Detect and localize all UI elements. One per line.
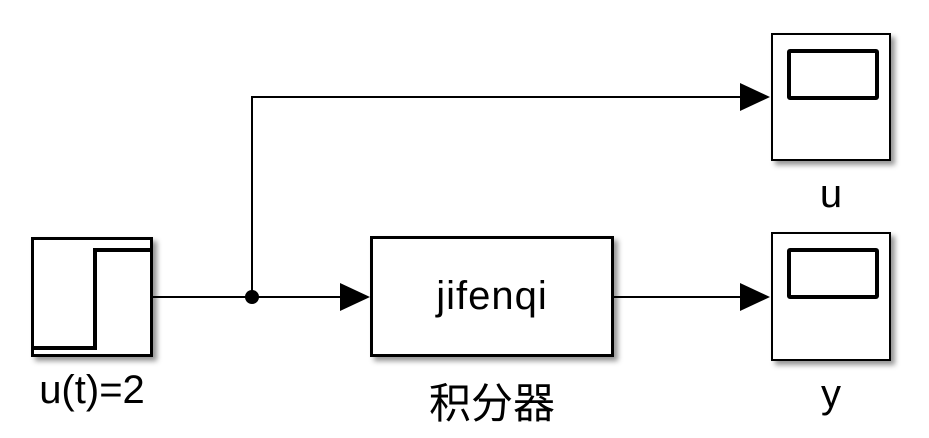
- wire-branch-to-scope-u[interactable]: [251, 83, 770, 297]
- step-signal-icon: [34, 248, 150, 350]
- arrowhead-icon: [740, 83, 770, 111]
- scope-screen-icon: [787, 49, 879, 100]
- arrowhead-icon: [340, 283, 370, 311]
- wire-integrator-to-scope-y[interactable]: [613, 283, 770, 311]
- scope-y-label: y: [821, 372, 841, 416]
- wire-branch-to-integrator[interactable]: [252, 283, 370, 311]
- integrator-label: 积分器: [428, 379, 555, 428]
- scope-u-block[interactable]: [771, 33, 891, 161]
- integrator-block[interactable]: jifenqi: [370, 236, 614, 357]
- scope-screen-icon: [787, 248, 879, 299]
- step-source-label: u(t)=2: [39, 368, 145, 412]
- scope-y-block[interactable]: [771, 232, 891, 361]
- scope-u-label: u: [819, 172, 843, 216]
- integrator-block-name: jifenqi: [436, 274, 548, 318]
- step-source-block[interactable]: [31, 237, 153, 357]
- arrowhead-icon: [740, 283, 770, 311]
